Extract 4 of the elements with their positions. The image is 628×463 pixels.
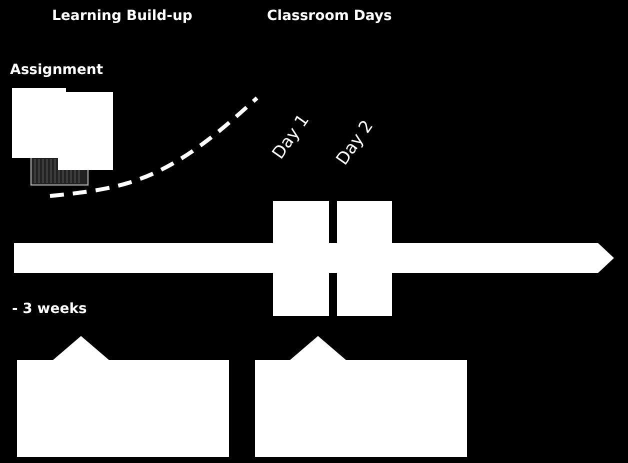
column-heading: Learning Build-up <box>52 8 192 24</box>
time-label: - 3 weeks <box>12 301 87 317</box>
column-heading: Classroom Days <box>267 8 392 24</box>
node-heading: Assignment <box>10 62 104 78</box>
